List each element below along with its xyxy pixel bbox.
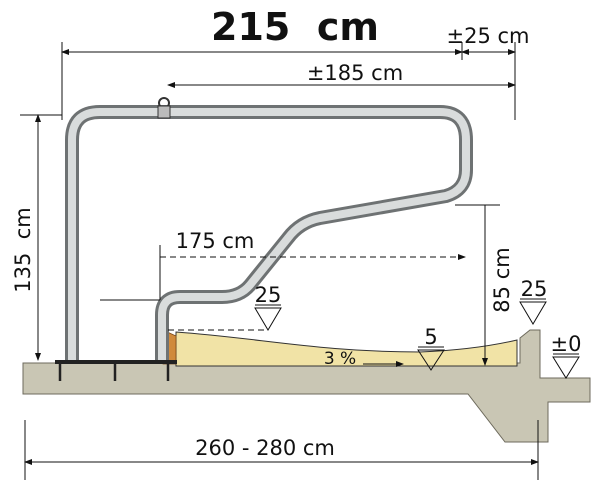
anchor-bolts <box>58 364 170 381</box>
level-marker-wall <box>519 298 547 325</box>
level-entry-value: 25 <box>255 283 282 307</box>
level-wall-value: 25 <box>521 277 548 301</box>
eyelet-icon <box>157 97 171 119</box>
label-entry-length: 175 cm <box>176 229 255 253</box>
base-plate <box>55 360 177 364</box>
level-marker-entry <box>254 304 282 331</box>
slope-label: 3 % <box>324 349 356 369</box>
label-base-length: 260 - 280 cm <box>195 436 335 460</box>
label-rail-height: 85 cm <box>490 247 514 312</box>
label-height-total: 135 cm <box>11 207 35 292</box>
concrete-slab <box>22 329 591 443</box>
level-marker-low <box>417 346 445 371</box>
sand-layer <box>175 331 518 367</box>
level-low-value: 5 <box>424 325 437 349</box>
handrail-pipe <box>65 105 473 360</box>
title-dimension: 215 cm <box>211 5 379 49</box>
level-marker-ground <box>552 353 580 379</box>
level-ground-value: ±0 <box>551 332 582 356</box>
label-top-offset: ±25 cm <box>447 24 530 48</box>
label-rail-length: ±185 cm <box>307 61 403 85</box>
